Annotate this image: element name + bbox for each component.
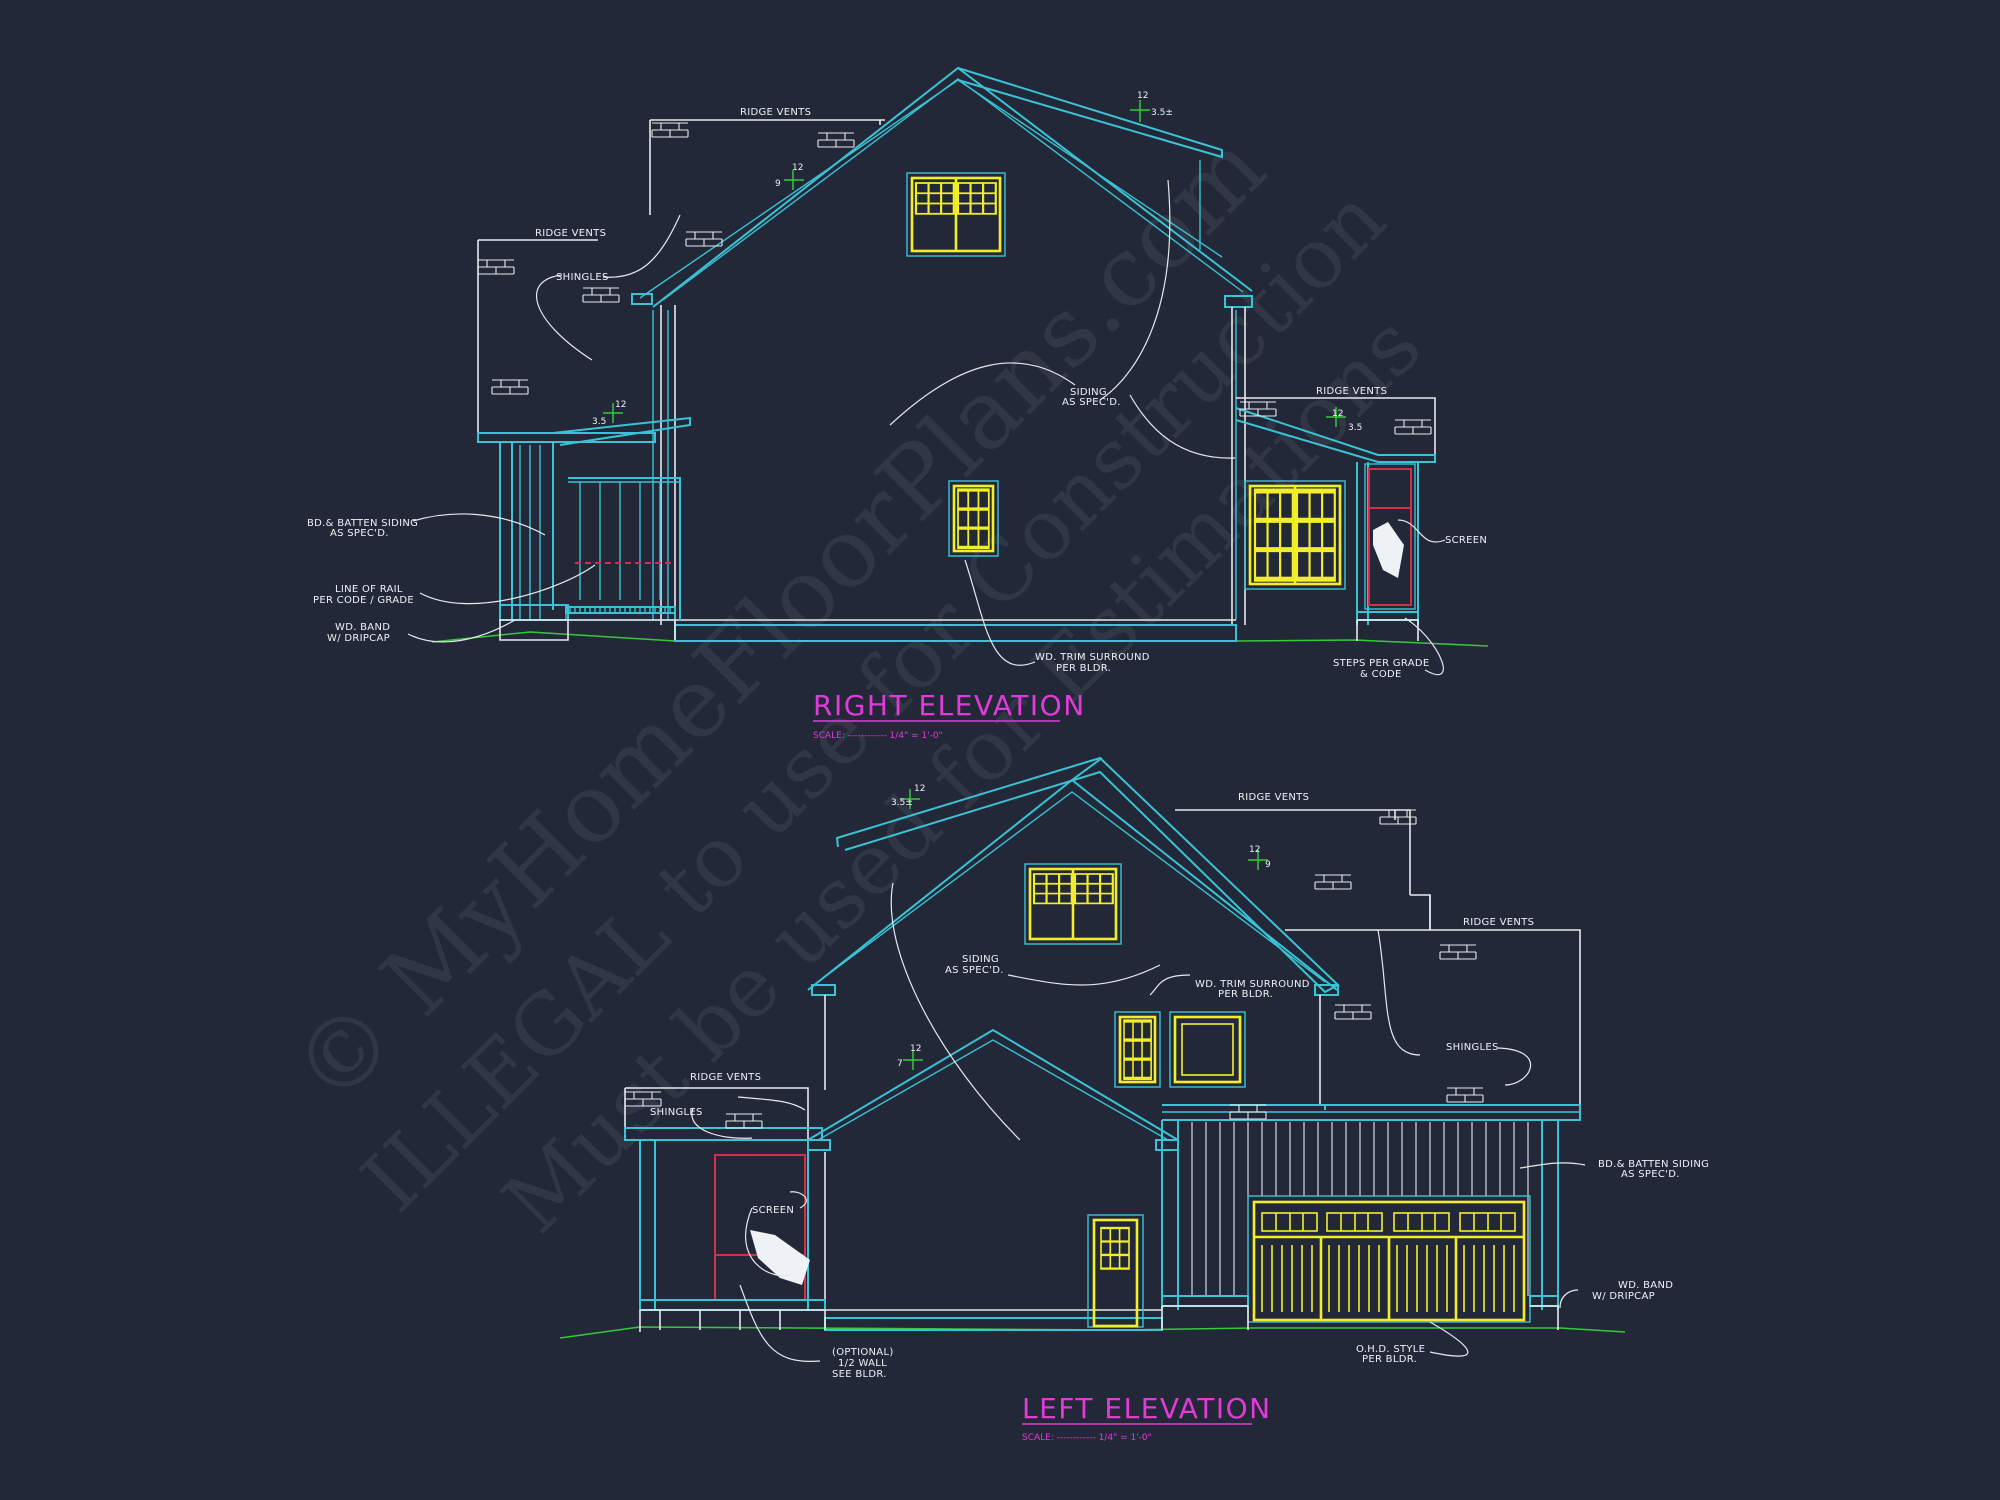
- pitch-4-run: 12: [1332, 409, 1343, 419]
- double-window: [1248, 484, 1342, 586]
- pitch-2-run: 12: [1249, 845, 1260, 855]
- batten-note-line-1: BD.& BATTEN SIDING: [307, 518, 418, 529]
- steps-note-line-2: & CODE: [1360, 669, 1402, 680]
- garage: [1161, 1120, 1559, 1330]
- trim-note-line-2: PER BLDR.: [1218, 989, 1273, 1000]
- pitch-2-run: 12: [792, 163, 803, 173]
- batten-note-line-2: AS SPEC'D.: [1621, 1169, 1680, 1180]
- side-window-square: [1169, 1011, 1246, 1088]
- trim-note-line-2: PER BLDR.: [1056, 663, 1111, 674]
- shingles-left-note: SHINGLES: [650, 1107, 703, 1118]
- trim-note-line-1: WD. TRIM SURROUND: [1035, 652, 1150, 663]
- pitch-3-run: 12: [615, 400, 626, 410]
- pitch-2-rise: 9: [1265, 860, 1271, 870]
- pitch-3-run: 12: [910, 1044, 921, 1054]
- rail-note-line-2: PER CODE / GRADE: [313, 595, 414, 606]
- shingles-right-note: SHINGLES: [1446, 1042, 1499, 1053]
- small-window: [948, 480, 999, 557]
- garage-roof: [1162, 895, 1581, 1121]
- pitch-symbols: [603, 100, 1346, 427]
- band-note-line-1: WD. BAND: [1618, 1280, 1673, 1291]
- pitch-1-run: 12: [914, 784, 925, 794]
- ohd-note-line-1: O.H.D. STYLE: [1356, 1344, 1425, 1355]
- trim-note-line-1: WD. TRIM SURROUND: [1195, 979, 1310, 990]
- lower-gable: [624, 1028, 1179, 1332]
- ridge-vents-left-note: RIDGE VENTS: [535, 228, 606, 239]
- left-elevation: 12 3.5± 12 9 12 7 RIDGE VENTS RIDGE VENT…: [559, 756, 1709, 1443]
- left-elevation-title: LEFT ELEVATION: [1022, 1392, 1272, 1425]
- ridge-vents-left-note: RIDGE VENTS: [690, 1072, 761, 1083]
- pitch-1-rise: 3.5±: [891, 798, 913, 808]
- garage-door: [1252, 1200, 1526, 1322]
- pitch-3-rise: 3.5: [592, 417, 606, 427]
- band-note-line-1: WD. BAND: [335, 622, 390, 633]
- leader-lines: [691, 882, 1586, 1362]
- screen-note: SCREEN: [752, 1205, 794, 1216]
- band-note-line-2: W/ DRIPCAP: [327, 633, 390, 644]
- pitch-3-rise: 7: [897, 1059, 903, 1069]
- half-wall-note-line-1: (OPTIONAL): [832, 1347, 894, 1358]
- siding-note-line-2: AS SPEC'D.: [1062, 397, 1121, 408]
- pitch-1-rise: 3.5±: [1151, 108, 1173, 118]
- right-elevation-scale: SCALE: ------------ 1/4" = 1'-0": [813, 731, 943, 741]
- side-door: [1087, 1214, 1144, 1328]
- batten-note-line-1: BD.& BATTEN SIDING: [1598, 1159, 1709, 1170]
- screen-door: [1364, 463, 1416, 610]
- right-elevation: 12 3.5± 12 9 12 3.5 12 3.5 RIDGE VENTS R…: [307, 66, 1489, 741]
- ridge-vents-right-note: RIDGE VENTS: [1316, 386, 1387, 397]
- batten-note-line-2: AS SPEC'D.: [330, 528, 389, 539]
- half-wall-note-line-2: 1/2 WALL: [838, 1358, 887, 1369]
- half-wall-note-line-3: SEE BLDR.: [832, 1369, 887, 1380]
- band-note-line-2: W/ DRIPCAP: [1592, 1291, 1655, 1302]
- siding-note-line-1: SIDING: [962, 954, 999, 965]
- rail-note-line-1: LINE OF RAIL: [335, 584, 403, 595]
- ohd-note-line-2: PER BLDR.: [1362, 1354, 1417, 1365]
- steps-note-line-1: STEPS PER GRADE: [1333, 658, 1429, 669]
- left-wing: [477, 239, 691, 641]
- right-wing: [1235, 397, 1436, 641]
- screen-porch: [714, 1154, 810, 1301]
- pitch-1-run: 12: [1137, 91, 1148, 101]
- gable-window: [906, 172, 1006, 257]
- side-window-small: [1114, 1011, 1161, 1088]
- ridge-vents-right-note: RIDGE VENTS: [1463, 917, 1534, 928]
- pitch-4-rise: 3.5: [1348, 423, 1362, 433]
- shingles-note: SHINGLES: [556, 272, 609, 283]
- ridge-vents-top-note: RIDGE VENTS: [1238, 792, 1309, 803]
- pitch-2-rise: 9: [775, 179, 781, 189]
- right-elevation-title: RIGHT ELEVATION: [813, 689, 1086, 722]
- ridge-vents-top-note: RIDGE VENTS: [740, 107, 811, 118]
- pitch-symbols: [900, 789, 1268, 1070]
- left-elevation-scale: SCALE: ------------ 1/4" = 1'-0": [1022, 1433, 1152, 1443]
- siding-note-line-1: SIDING: [1070, 387, 1107, 398]
- grade-line: [559, 1326, 1626, 1339]
- upper-gable: [807, 756, 1431, 1105]
- screen-note: SCREEN: [1445, 535, 1487, 546]
- main-body: [631, 66, 1253, 642]
- leader-lines: [407, 179, 1446, 676]
- siding-note-line-2: AS SPEC'D.: [945, 965, 1004, 976]
- upper-gable-window: [1024, 863, 1122, 945]
